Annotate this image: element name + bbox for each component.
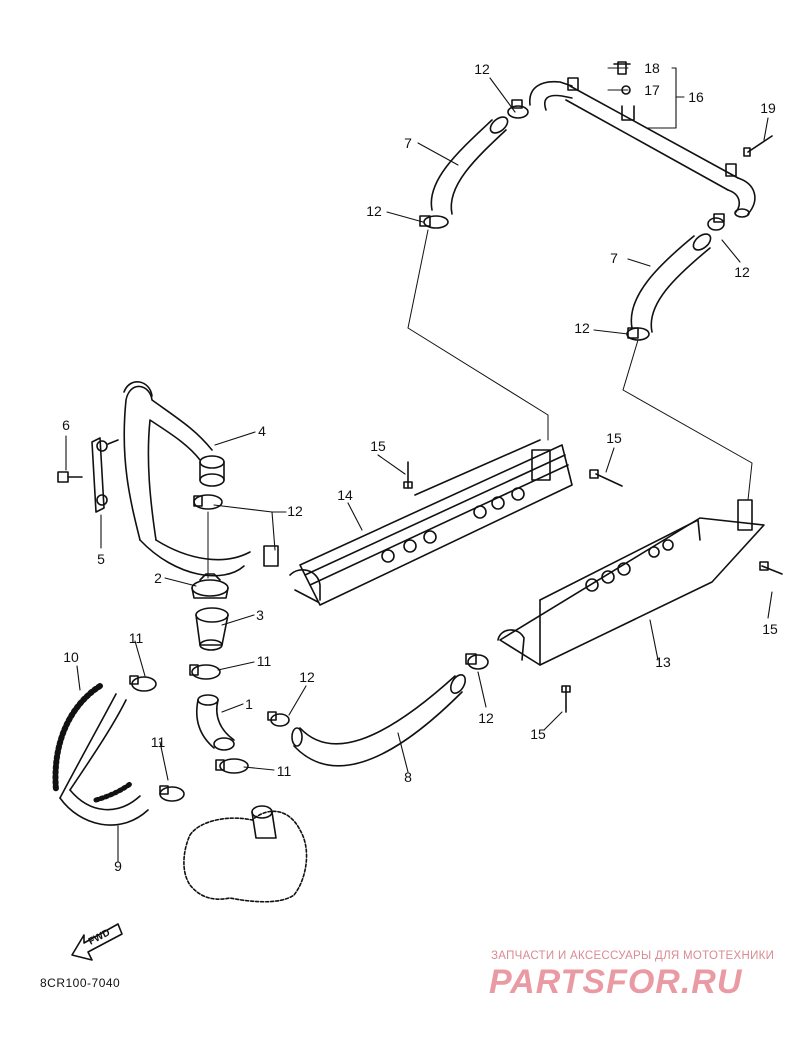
connector-lines (207, 229, 753, 579)
callout-4: 4 (258, 423, 266, 439)
diagram-code: 8CR100-7040 (40, 976, 121, 990)
callout-12: 12 (287, 503, 303, 519)
hose-7-left (430, 116, 509, 215)
cap-2 (191, 573, 229, 599)
clamp-11-left-bottom (159, 785, 185, 802)
callout-11: 11 (128, 630, 144, 646)
callout-7: 7 (610, 250, 618, 266)
callout-10: 10 (63, 649, 79, 665)
hose-7-right (630, 233, 712, 333)
callout-16: 16 (688, 89, 704, 105)
leader-lines (65, 67, 773, 863)
heat-exchanger-13 (497, 499, 765, 666)
rivet-15-upper-left (403, 461, 413, 489)
clamp-11-left-top (129, 675, 157, 692)
callout-12: 12 (734, 264, 750, 280)
bolt-6 (57, 471, 83, 483)
callout-3: 3 (256, 607, 264, 623)
clamp-12-right-upper (707, 213, 725, 231)
heat-exchanger-14 (289, 439, 573, 606)
fwd-arrow-icon (71, 923, 123, 961)
callout-19: 19 (760, 100, 776, 116)
clamp-12-top (507, 99, 529, 119)
bolt-19 (743, 135, 773, 157)
hose-1 (196, 694, 235, 751)
watermark-brand: PARTSFOR.RU (489, 963, 743, 1001)
callout-8: 8 (404, 769, 412, 785)
hose-9 (59, 693, 149, 826)
rivet-15-upper-right (589, 469, 623, 487)
clamp-12-lower-right (465, 653, 489, 670)
rivet-15-lower (561, 685, 571, 713)
callout-11: 11 (256, 653, 272, 669)
callout-14: 14 (337, 487, 353, 503)
corrugated-hose-10 (52, 683, 103, 793)
callout-12: 12 (478, 710, 494, 726)
callout-12: 12 (474, 61, 490, 77)
callout-12: 12 (299, 669, 315, 685)
callout-12: 12 (574, 320, 590, 336)
bracket-5 (91, 437, 119, 513)
clamp-12-side (263, 545, 279, 567)
callout-15: 15 (762, 621, 778, 637)
callout-7: 7 (404, 135, 412, 151)
callout-5: 5 (97, 551, 105, 567)
callout-1: 1 (245, 696, 253, 712)
callout-2: 2 (154, 570, 162, 586)
callout-11: 11 (150, 734, 166, 750)
water-pump-housing (183, 805, 308, 903)
callout-17: 17 (644, 82, 660, 98)
clamp-12-left-lower (419, 215, 449, 229)
clamp-11-upper (189, 664, 221, 680)
callout-6: 6 (62, 417, 70, 433)
clamp-12-hose-8 (267, 711, 290, 727)
callout-12: 12 (366, 203, 382, 219)
callout-15: 15 (370, 438, 386, 454)
callout-9: 9 (114, 858, 122, 874)
hose-4 (123, 381, 251, 577)
clamp-11-lower (215, 758, 249, 774)
upper-pipe-assembly (529, 61, 756, 218)
clamp-12-right-lower (626, 327, 650, 341)
rivet-15-right (759, 561, 783, 575)
callout-18: 18 (644, 60, 660, 76)
clamp-12-cap (193, 494, 223, 510)
callout-15: 15 (530, 726, 546, 742)
callout-11: 11 (276, 763, 292, 779)
watermark-tagline: ЗАПЧАСТИ И АКСЕССУАРЫ ДЛЯ МОТОТЕХНИКИ (491, 950, 775, 962)
callout-13: 13 (655, 654, 671, 670)
filler-neck-3 (195, 607, 229, 651)
hose-8 (291, 674, 467, 767)
callout-15: 15 (606, 430, 622, 446)
